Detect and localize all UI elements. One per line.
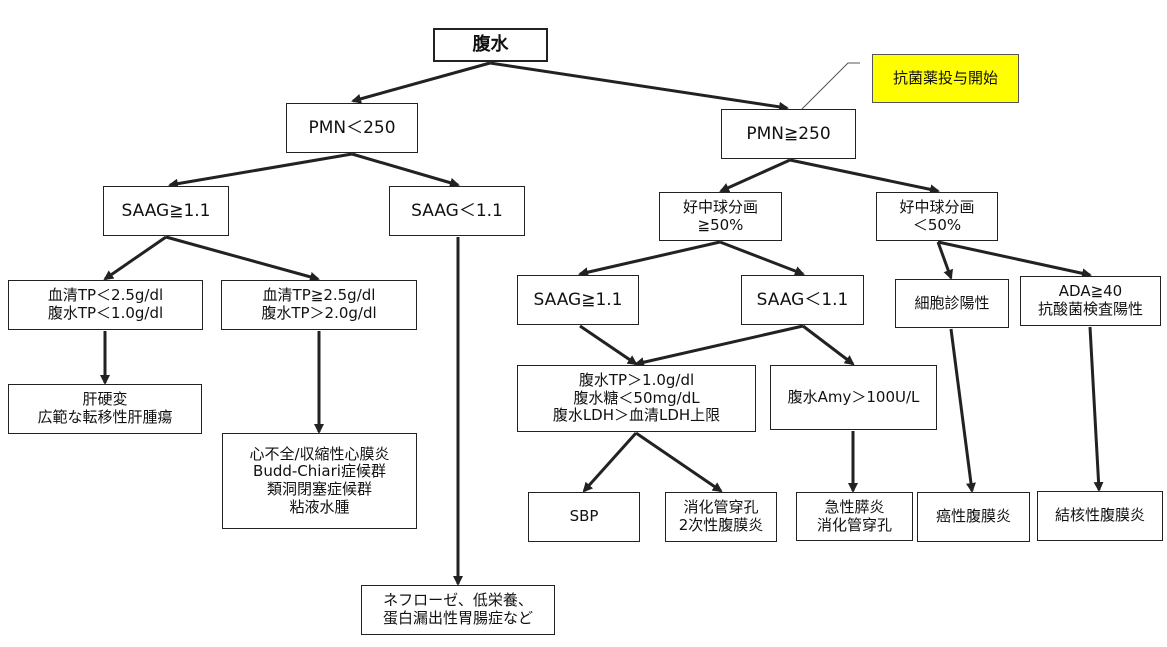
edge-saaglt-amy (802, 324, 855, 366)
edge-criteria-perforation (635, 431, 723, 493)
edge-saagge-tphigh (165, 235, 320, 282)
edge-neutge-saagge (578, 240, 721, 278)
edge-pmnlt-saagge (168, 152, 353, 189)
edge-cytology-carcinomatous (949, 328, 976, 493)
note-start-antibiotics: 抗菌薬投与開始 (872, 54, 1019, 103)
node-acute-pancreatitis: 急性膵炎消化管穿孔 (796, 492, 913, 541)
node-sbp: SBP (528, 492, 640, 542)
node-pmn-ge-250: PMN≧250 (721, 109, 856, 159)
node-pmn-lt-250: PMN＜250 (286, 103, 418, 153)
node-ascites-amylase: 腹水Amy＞100U/L (770, 365, 937, 430)
edge-saagge-tplow (103, 235, 167, 281)
node-neutrophil-lt-50: 好中球分画＜50% (876, 192, 998, 241)
node-neutrophil-ge-50: 好中球分画≧50% (659, 192, 782, 241)
node-carcinomatous-peritonitis: 癌性腹膜炎 (917, 492, 1030, 542)
node-saag-lt-right: SAAG＜1.1 (741, 275, 864, 325)
edge-neutlt-ada (937, 240, 1092, 279)
node-saag-ge-left: SAAG≧1.1 (103, 186, 229, 236)
node-cytology-positive: 細胞診陽性 (895, 279, 1009, 328)
edge-criteria-sbp (582, 431, 638, 493)
node-saag-ge-right: SAAG≧1.1 (517, 275, 639, 325)
edge-neutlt-cytology (936, 241, 953, 280)
note-callout-line (801, 62, 860, 110)
edge-pmnlt-saaglt (351, 152, 460, 188)
node-nephrosis: ネフローゼ、低栄養、蛋白漏出性胃腸症など (361, 585, 555, 635)
edge-saagge-criteria (579, 324, 638, 366)
edge-ada-tuberculous (1088, 326, 1104, 492)
node-cirrhosis: 肝硬変広範な転移性肝腫瘍 (8, 384, 202, 434)
edge-root-pmn-lt (351, 61, 491, 104)
edge-saaglt-criteria (634, 324, 804, 368)
edge-root-pmn-ge (489, 61, 789, 112)
edge-neutge-saaglt (719, 240, 805, 276)
node-ascites: 腹水 (433, 28, 548, 62)
node-tuberculous-peritonitis: 結核性腹膜炎 (1037, 491, 1163, 541)
edge-pmnge-neutge (719, 158, 791, 193)
node-saag-lt-left: SAAG＜1.1 (389, 186, 525, 236)
edge-pmnge-neutlt (789, 158, 940, 195)
